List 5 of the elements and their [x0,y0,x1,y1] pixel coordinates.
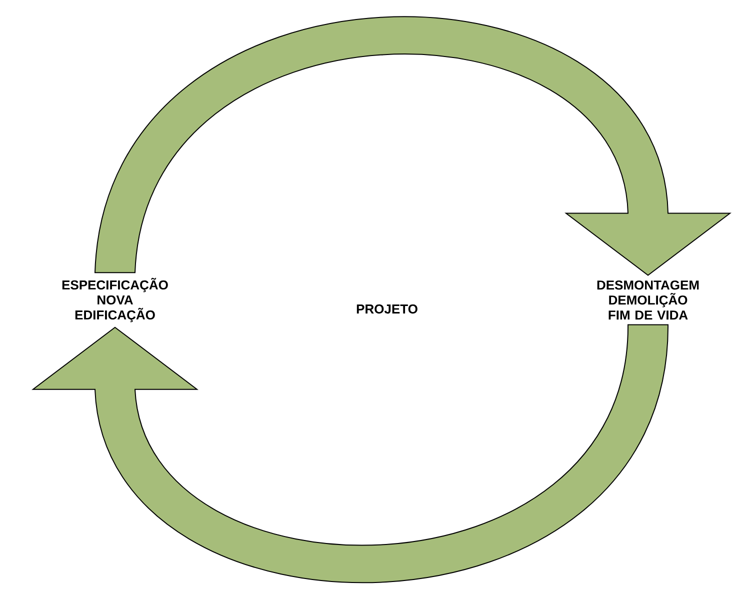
curved-block-arrow [32,324,668,582]
stage-label: ESPECIFICAÇÃO NOVA EDIFICAÇÃO [62,278,168,322]
curved-block-arrow [94,16,730,276]
stage-label: DESMONTAGEM DEMOLIÇÃO FIM DE VIDA [597,280,699,320]
center-label: PROJETO [356,304,418,314]
